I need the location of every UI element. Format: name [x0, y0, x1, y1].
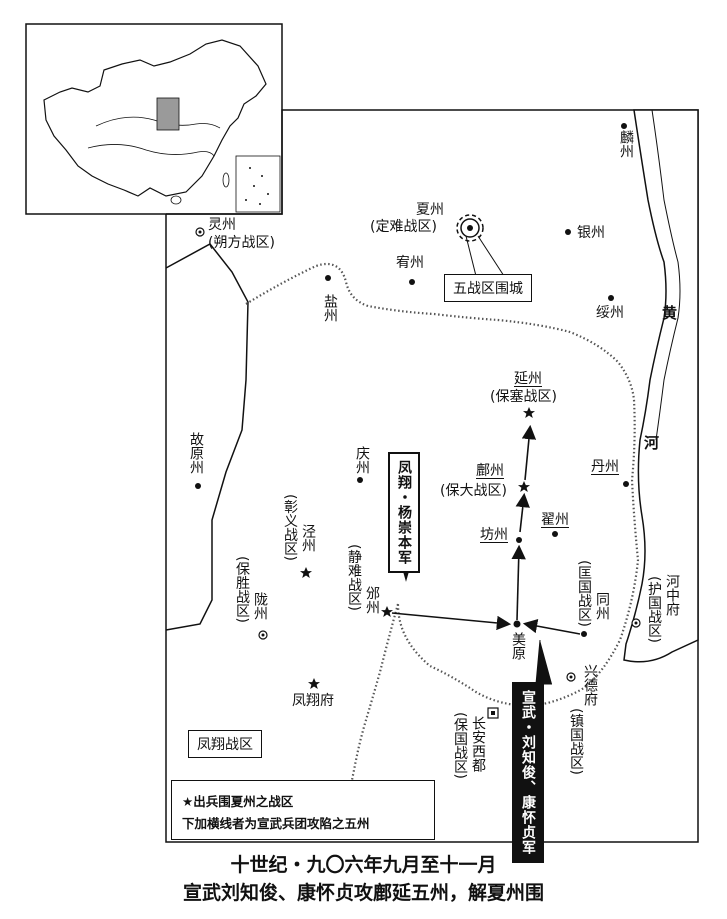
label-huguo-zone: (护国战区): [646, 576, 662, 643]
inset-sea-box: [235, 155, 281, 213]
label-qingzhou: 庆州: [354, 446, 370, 474]
label-lingzhou-zone: (朔方战区): [208, 235, 275, 251]
label-hezhongfu: 河中府: [664, 574, 680, 616]
label-linzhou: 麟州: [618, 130, 634, 158]
western-region-boundary: [165, 243, 249, 631]
city-dot-markers: [195, 123, 629, 637]
label-tongzhou: 同州: [594, 592, 610, 620]
star-fuzhou: [518, 481, 530, 492]
inset-highlight-region: [156, 97, 180, 131]
star-markers: [300, 407, 535, 689]
territory-dotted-boundary: [245, 262, 640, 708]
inset-river-2: [87, 144, 215, 157]
label-suizhou: 绥州: [596, 305, 624, 321]
label-fuzhou-zone: (保大战区): [440, 483, 507, 499]
label-longzhou: 陇州: [252, 592, 268, 620]
label-changan: 长安西都: [470, 716, 486, 772]
army-east-box: 宣武・刘知俊、康怀贞军: [512, 682, 544, 863]
label-baosheng-zone: (保胜战区): [234, 556, 250, 623]
label-baoguo-zone: (保国战区): [452, 712, 468, 779]
label-yanzhou-yan: 延州: [514, 371, 542, 387]
marker-tongzhou: [581, 631, 587, 637]
label-lingzhou: 灵州: [208, 217, 236, 233]
arrow-fangzhou-to-fuzhou: [515, 492, 530, 533]
label-fangzhou: 坊州: [480, 527, 508, 543]
marker-guyuan: [195, 483, 201, 489]
marker-yanzhou: [325, 275, 331, 281]
label-river-he: 河: [644, 434, 660, 452]
legend-line-star: ★出兵围夏州之战区: [182, 794, 294, 809]
marker-youzhou: [409, 279, 415, 285]
legend-box: ★出兵围夏州之战区 下加横线者为宣武兵团攻陷之五州: [171, 780, 435, 840]
caption-line-2: 宣武刘知俊、康怀贞攻鄜延五州，解夏州围: [182, 882, 544, 904]
legend-line-underline: 下加横线者为宣武兵团攻陷之五州: [182, 816, 370, 831]
star-jingzhou: [300, 567, 312, 578]
inset-island-hainan: [170, 195, 182, 205]
label-xiazhou-zone: (定难战区): [370, 219, 437, 235]
label-jingnan-zone: (静难战区): [346, 544, 362, 611]
inset-island-taiwan: [222, 172, 230, 188]
marker-linzhou: [621, 123, 627, 129]
arrow-meiyuan-to-fangzhou: [511, 544, 526, 621]
inset-china-outline: [43, 39, 267, 197]
circled-city-markers: [195, 227, 641, 682]
label-youzhou: 宥州: [396, 255, 424, 271]
yellow-river-inner: [651, 109, 681, 441]
inset-islands: [245, 167, 269, 205]
label-yanzhou-yan-zone: (保塞战区): [490, 389, 557, 405]
label-zhenguo-zone: (镇国战区): [568, 708, 584, 775]
label-danzhou: 丹州: [591, 459, 619, 475]
army-east-pointer: [535, 639, 552, 685]
marker-fangzhou: [516, 537, 522, 543]
circled-city-centers: [198, 230, 638, 679]
label-meiyuan: 美原: [510, 632, 526, 660]
label-fengxiangfu: 凤翔府: [292, 693, 334, 709]
label-river-huang: 黄: [662, 304, 678, 322]
yellow-river-land-east: [623, 109, 699, 663]
siege-city-icon: [456, 214, 484, 242]
label-binzhou: 邠州: [364, 586, 380, 614]
label-zhaizhou: 翟州: [541, 512, 569, 528]
marker-qingzhou: [357, 477, 363, 483]
label-yinzhou: 银州: [577, 225, 605, 241]
label-fuzhou: 鄜州: [476, 463, 504, 479]
marker-zhaizhou: [552, 531, 558, 537]
label-guyuan: 故原州: [188, 432, 204, 474]
label-zhangyi-zone: (彰义战区): [282, 494, 298, 561]
label-yanzhou: 盐州: [322, 294, 338, 322]
arrow-fuzhou-to-yanzhou: [521, 424, 537, 481]
fengxiang-zone-box: 凤翔战区: [188, 730, 262, 758]
fengxiang-dotted-boundary: [350, 603, 400, 781]
marker-danzhou: [623, 481, 629, 487]
star-fengxiangfu: [308, 678, 320, 689]
label-xiazhou: 夏州: [416, 202, 444, 218]
label-kuangguo-zone: (匡国战区): [576, 560, 592, 627]
label-jingzhou: 泾州: [300, 524, 316, 552]
label-xingdefu: 兴德府: [582, 664, 598, 706]
marker-suizhou: [608, 295, 614, 301]
marker-yinzhou: [565, 229, 571, 235]
siege-callout-lines: [465, 235, 505, 277]
arrow-binzhou-to-meiyuan: [391, 612, 512, 631]
arrow-tongzhou-to-meiyuan: [522, 618, 581, 635]
army-west-box: 凤翔・杨崇本军: [388, 452, 420, 573]
siege-label-box: 五战区围城: [444, 274, 532, 302]
marker-meiyuan: [513, 620, 521, 628]
star-yanzhou: [523, 407, 535, 418]
caption-line-1: 十世纪・九〇六年九月至十一月: [230, 854, 497, 876]
star-binzhou: [381, 606, 393, 617]
